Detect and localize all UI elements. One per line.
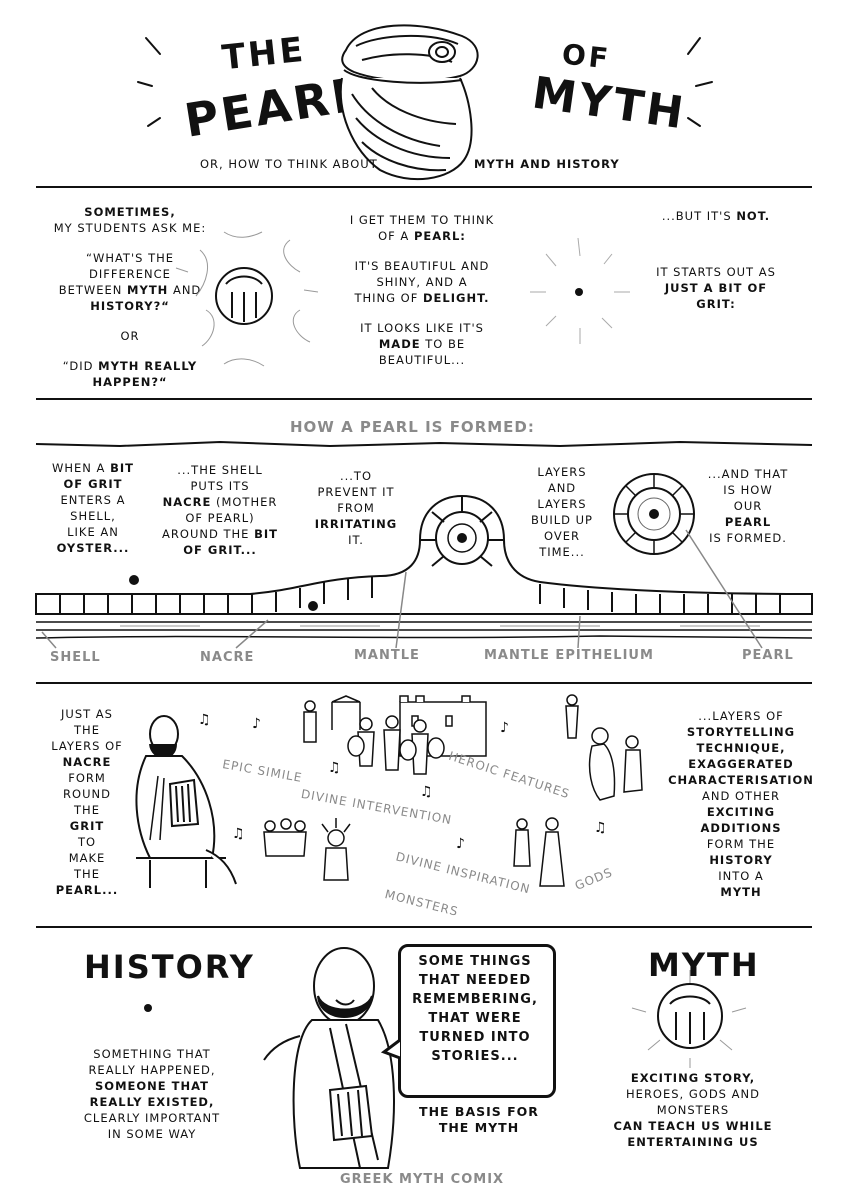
label-nacre: NACRE [200, 650, 255, 665]
svg-text:♫: ♫ [420, 784, 433, 800]
myth-heading: MYTH [648, 946, 760, 984]
svg-text:♪: ♪ [500, 720, 509, 736]
divider-4 [36, 926, 812, 928]
panel1-col1: SOMETIMES, MY STUDENTS ASK ME: “WHAT'S T… [53, 205, 207, 389]
myth-description: EXCITING STORY, HEROES, GODS AND MONSTER… [613, 1071, 773, 1149]
svg-text:♫: ♫ [232, 826, 245, 842]
formation-step-2: ...THE SHELL PUTS ITS NACRE (MOTHER OF P… [162, 463, 278, 557]
divider-1 [36, 186, 812, 188]
formation-step-1: WHEN A BIT OF GRIT ENTERS A SHELL, LIKE … [52, 461, 134, 555]
history-heading: HISTORY [84, 948, 255, 986]
title-subtitle: OR, HOW TO THINK ABOUT [200, 157, 378, 171]
panel1-col3: ...BUT IT'S NOT. IT STARTS OUT AS JUST A… [656, 209, 776, 311]
svg-text:♪: ♪ [456, 836, 465, 852]
panel1-col2: I GET THEM TO THINK OF A PEARL: IT'S BEA… [349, 213, 495, 367]
label-pearl: PEARL [742, 648, 794, 663]
history-description: SOMETHING THAT REALLY HAPPENED, SOMEONE … [83, 1047, 221, 1141]
pearl-formation-heading: HOW A PEARL IS FORMED: [290, 418, 535, 436]
label-shell: SHELL [50, 650, 101, 665]
title-sparkle-lines [137, 37, 713, 127]
svg-text:♫: ♫ [328, 760, 341, 776]
title-subtitle-bold: MYTH AND HISTORY [474, 157, 620, 171]
divider-2 [36, 398, 812, 400]
formation-step-3: ...TO PREVENT IT FROM IRRITATING IT. [314, 469, 398, 547]
oyster-illustration [339, 24, 479, 181]
formation-step-4: LAYERS AND LAYERS BUILD UP OVER TIME... [531, 465, 593, 559]
label-mantle: MANTLE [354, 648, 420, 663]
svg-text:♪: ♪ [252, 716, 261, 732]
svg-text:♫: ♫ [594, 820, 607, 836]
formation-step-5: ...AND THAT IS HOW OUR PEARL IS FORMED. [707, 467, 789, 545]
speech-bubble [398, 944, 556, 1098]
divider-3 [36, 682, 812, 684]
credit-text: GREEK MYTH COMIX [340, 1172, 505, 1187]
svg-text:♫: ♫ [198, 712, 211, 728]
label-mantle-epithelium: MANTLE EPITHELIUM [484, 648, 654, 663]
